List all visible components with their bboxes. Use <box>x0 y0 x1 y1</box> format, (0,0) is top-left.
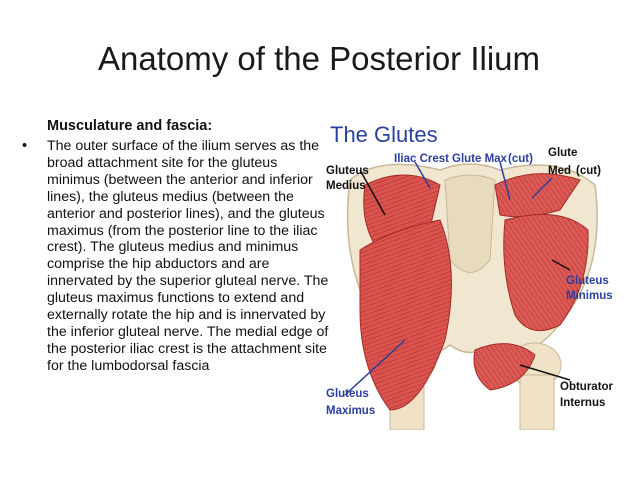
label-gluteus-medius-1: Gluteus <box>326 165 369 177</box>
label-gluteus-medius-2: Medius <box>326 180 366 192</box>
bullet-marker: • <box>22 138 28 154</box>
femur-right <box>519 374 555 430</box>
glute-max-cut-muscle <box>494 173 581 218</box>
figure-heading: The Glutes <box>330 122 438 147</box>
label-gluteus-minimus-2: Minimus <box>566 290 613 302</box>
label-iliac-crest: Iliac Crest <box>394 153 449 165</box>
label-gluteus-maximus-2: Maximus <box>326 405 375 417</box>
label-gluteus-maximus-1: Gluteus <box>326 388 369 400</box>
slide-title: Anatomy of the Posterior Ilium <box>97 40 541 77</box>
bullet-text: The outer surface of the ilium serves as… <box>47 138 329 374</box>
label-obturator-1: Obturator <box>560 381 614 393</box>
sacrum <box>444 174 496 273</box>
label-gluteus-minimus-1: Gluteus <box>566 275 609 287</box>
gluteus-maximus-muscle <box>359 219 452 411</box>
glutes-illustration: The Glutes Gluteus Medius Iliac Crest Gl… <box>326 122 614 430</box>
subheading: Musculature and fascia: <box>47 118 213 134</box>
label-glute-med-cut-2: Med <box>548 165 571 177</box>
label-glute-med-cut-1: Glute <box>548 147 577 159</box>
label-glute-max-cut-1: Glute Max <box>452 153 508 165</box>
label-glute-med-cut-3: (cut) <box>576 165 601 177</box>
obturator-internus-muscle <box>473 343 536 391</box>
label-glute-max-cut-2: (cut) <box>508 153 533 165</box>
label-obturator-2: Internus <box>560 397 605 409</box>
gluteus-minimus-muscle <box>503 213 589 332</box>
